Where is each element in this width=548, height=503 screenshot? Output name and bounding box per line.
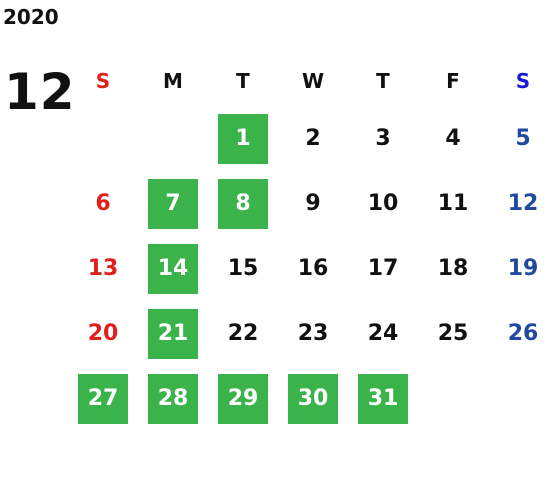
day-cell: 17 (348, 236, 418, 301)
calendar-day[interactable]: 18 (437, 256, 469, 281)
weekday-cell: W (278, 56, 348, 106)
weekday-cell: T (208, 56, 278, 106)
calendar-day[interactable]: 13 (87, 256, 119, 281)
weekday-wednesday: W (301, 69, 325, 93)
calendar-day[interactable]: 23 (297, 321, 329, 346)
calendar-day[interactable]: 2 (305, 126, 321, 151)
calendar-day[interactable]: 4 (445, 126, 461, 151)
calendar-day[interactable]: 15 (227, 256, 259, 281)
weekday-monday: M (163, 69, 183, 93)
day-cell: 20 (68, 301, 138, 366)
highlighted-day[interactable]: 31 (358, 373, 408, 424)
calendar-day[interactable]: 24 (367, 321, 399, 346)
calendar-day[interactable]: 9 (305, 191, 321, 216)
day-cell: 31 (348, 366, 418, 431)
highlighted-day[interactable]: 30 (288, 373, 338, 424)
weekday-friday: F (446, 69, 460, 93)
day-cell: 13 (68, 236, 138, 301)
day-cell: 9 (278, 171, 348, 236)
highlighted-day[interactable]: 8 (218, 178, 268, 229)
weekday-sunday: S (95, 69, 111, 93)
weekday-cell: S (488, 56, 548, 106)
day-cell: 8 (208, 171, 278, 236)
day-cell: 19 (488, 236, 548, 301)
week-row: 1 2 3 4 5 (68, 106, 548, 171)
day-cell: 25 (418, 301, 488, 366)
weekday-cell: S (68, 56, 138, 106)
week-row: 20 21 22 23 24 25 26 (68, 301, 548, 366)
day-cell: 1 (208, 106, 278, 171)
highlighted-day[interactable]: 21 (148, 308, 198, 359)
calendar-day[interactable]: 22 (227, 321, 259, 346)
highlighted-day[interactable]: 29 (218, 373, 268, 424)
day-cell: 12 (488, 171, 548, 236)
week-row: 27 28 29 30 31 (68, 366, 548, 431)
calendar-day[interactable]: 17 (367, 256, 399, 281)
highlighted-day[interactable]: 1 (218, 113, 268, 164)
day-cell: 4 (418, 106, 488, 171)
weekday-thursday: T (376, 69, 390, 93)
calendar-day[interactable]: 25 (437, 321, 469, 346)
day-cell (418, 366, 488, 431)
day-cell: 5 (488, 106, 548, 171)
day-cell: 18 (418, 236, 488, 301)
weekday-cell: F (418, 56, 488, 106)
calendar-day[interactable]: 11 (437, 191, 469, 216)
weekday-tuesday: T (236, 69, 250, 93)
day-cell: 28 (138, 366, 208, 431)
day-cell: 10 (348, 171, 418, 236)
calendar-day[interactable]: 16 (297, 256, 329, 281)
day-cell: 11 (418, 171, 488, 236)
calendar-day[interactable]: 19 (507, 256, 539, 281)
day-cell: 23 (278, 301, 348, 366)
calendar-day[interactable]: 5 (515, 126, 531, 151)
weekday-header-row: S M T W T F S (68, 56, 548, 106)
day-cell: 26 (488, 301, 548, 366)
day-cell: 15 (208, 236, 278, 301)
calendar-day[interactable]: 3 (375, 126, 391, 151)
calendar-day[interactable]: 10 (367, 191, 399, 216)
calendar-day[interactable]: 12 (507, 191, 539, 216)
week-row: 13 14 15 16 17 18 19 (68, 236, 548, 301)
calendar-day[interactable]: 20 (87, 321, 119, 346)
weekday-cell: T (348, 56, 418, 106)
day-cell (138, 106, 208, 171)
day-cell: 2 (278, 106, 348, 171)
day-cell: 29 (208, 366, 278, 431)
day-cell: 6 (68, 171, 138, 236)
year-label: 2020 (3, 5, 59, 29)
day-cell: 7 (138, 171, 208, 236)
weekday-cell: M (138, 56, 208, 106)
day-cell: 3 (348, 106, 418, 171)
calendar-day[interactable]: 26 (507, 321, 539, 346)
month-label: 12 (4, 63, 76, 121)
highlighted-day[interactable]: 28 (148, 373, 198, 424)
day-cell: 27 (68, 366, 138, 431)
day-cell (68, 106, 138, 171)
day-cell: 16 (278, 236, 348, 301)
day-cell: 24 (348, 301, 418, 366)
day-cell: 22 (208, 301, 278, 366)
day-cell (488, 366, 548, 431)
calendar-day[interactable]: 6 (95, 191, 111, 216)
day-cell: 21 (138, 301, 208, 366)
weekday-saturday: S (515, 69, 531, 93)
highlighted-day[interactable]: 14 (148, 243, 198, 294)
highlighted-day[interactable]: 7 (148, 178, 198, 229)
highlighted-day[interactable]: 27 (78, 373, 128, 424)
day-cell: 30 (278, 366, 348, 431)
day-cell: 14 (138, 236, 208, 301)
